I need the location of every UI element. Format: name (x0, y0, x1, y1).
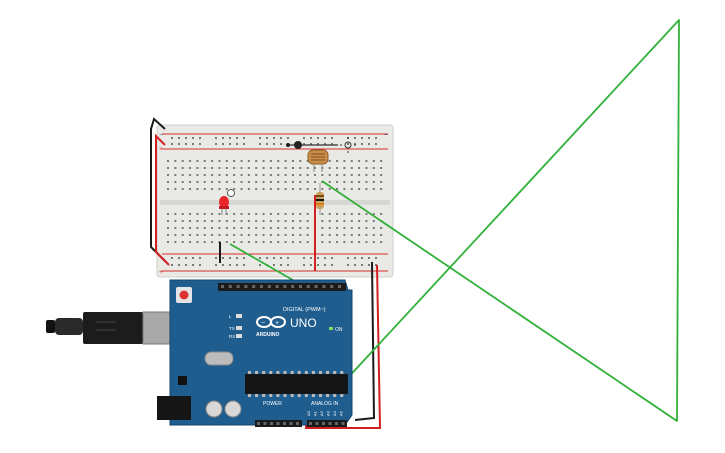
led[interactable] (219, 189, 235, 216)
wire-red-left[interactable] (155, 133, 170, 266)
l-led-label: L (229, 314, 232, 319)
chip-pins (248, 371, 344, 397)
digital-header-pins (221, 285, 341, 288)
led-info-icon[interactable] (227, 189, 235, 197)
svg-text:−: − (261, 320, 265, 327)
breadboard-center-channel (160, 200, 390, 205)
svg-text:+: + (275, 320, 279, 327)
light-slider-handle[interactable] (294, 141, 302, 149)
usb-cable[interactable] (46, 311, 177, 345)
atmega-chip (245, 374, 348, 394)
rail-plus-label-bottom: + (159, 269, 163, 276)
rail-minus-label-right: − (384, 132, 388, 139)
light-slider[interactable] (286, 137, 356, 153)
analog-pin-label: A1 (313, 410, 318, 416)
arduino-logo-icon: − + (256, 316, 286, 328)
photoresistor[interactable] (307, 149, 329, 172)
breadboard-holes (167, 137, 383, 266)
analog-label: ANALOG IN (311, 401, 339, 407)
on-led (329, 327, 333, 330)
sun-icon (340, 137, 356, 153)
resistor[interactable] (316, 183, 324, 215)
digital-header-label: DIGITAL (PWM~) (283, 307, 326, 313)
wire-black-right[interactable] (354, 261, 376, 421)
tx-label: TX (229, 326, 235, 331)
arduino-logo-text: ARDUINO (256, 332, 279, 338)
breadboard[interactable]: + − + − (156, 124, 394, 278)
power-jack[interactable] (157, 396, 191, 420)
crystal-oscillator (204, 351, 234, 366)
rail-plus-label: + (159, 146, 163, 153)
arduino-model-text: UNO (290, 316, 317, 330)
wire-green-sensor[interactable] (305, 19, 680, 424)
analog-pin-label: A3 (326, 410, 331, 416)
analog-pin-label: A0 (306, 410, 311, 416)
capacitor-1 (205, 400, 223, 418)
analog-pin-label: A4 (332, 410, 337, 416)
capacitor-2 (224, 400, 242, 418)
analog-header (307, 420, 347, 427)
analog-pin-label: A2 (319, 410, 324, 416)
power-label: POWER (263, 401, 282, 407)
arduino-uno[interactable]: DIGITAL (PWM~) − + UNO ARDUINO ON L TX R… (157, 279, 353, 427)
bottom-header-pins (257, 422, 345, 425)
analog-pin-label: A5 (339, 410, 344, 416)
on-label: ON (335, 327, 343, 333)
wires (150, 19, 680, 429)
wire-green-led[interactable] (229, 243, 299, 284)
rx-label: RX (229, 334, 235, 339)
rail-minus-label: − (159, 132, 163, 139)
digital-header (218, 283, 346, 291)
